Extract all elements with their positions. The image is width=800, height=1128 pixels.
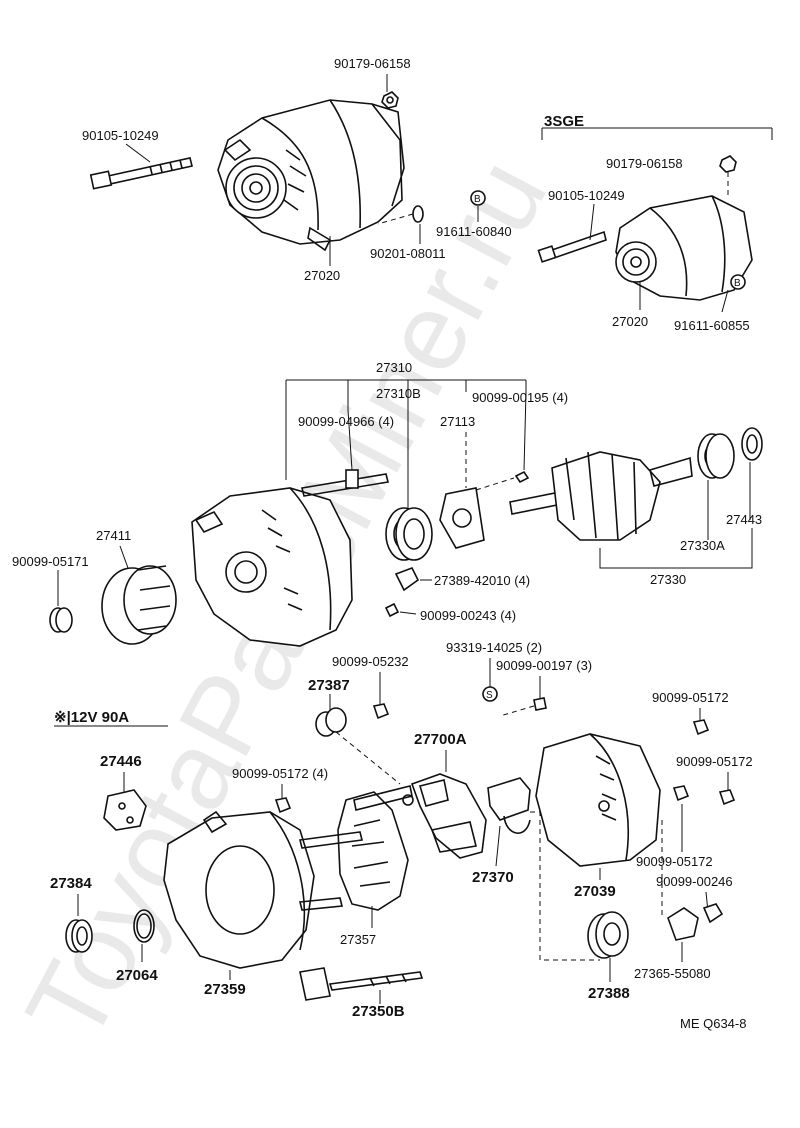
pulley-27411 xyxy=(101,565,177,645)
alternator-assembly-main xyxy=(217,99,405,252)
label-27020-left: 27020 xyxy=(304,268,340,283)
label-27310b: 27310B xyxy=(376,386,421,401)
label-90099-05171: 90099-05171 xyxy=(12,554,89,569)
bushing-27384 xyxy=(65,919,93,953)
label-27357: 27357 xyxy=(340,932,376,947)
b-marker-1 xyxy=(470,190,486,206)
label-90105-10249-left: 90105-10249 xyxy=(82,128,159,143)
label-27020-right: 27020 xyxy=(612,314,648,329)
bearing-27310b xyxy=(385,400,433,561)
stud-bolt-90099-04966 xyxy=(301,409,389,497)
long-bolt-90105-left xyxy=(89,157,193,190)
note-12v-90a: ※|12V 90A xyxy=(54,709,129,726)
nut-90099-05172-b xyxy=(718,789,736,806)
label-90099-00197: 90099-00197 (3) xyxy=(496,658,592,673)
screw-90099-00243 xyxy=(384,602,417,618)
alternator-assembly-3sge xyxy=(615,195,753,301)
lead-wire-27350b xyxy=(299,967,424,1001)
label-27064: 27064 xyxy=(116,967,158,984)
regulator-27700a xyxy=(402,773,487,859)
b-marker-1-text: B xyxy=(474,194,481,205)
label-90099-05232: 90099-05232 xyxy=(332,654,409,669)
label-27411: 27411 xyxy=(96,528,131,543)
bearing-27330a xyxy=(697,433,735,479)
bracket-27446 xyxy=(103,789,147,831)
label-90099-04966: 90099-04966 (4) xyxy=(298,414,394,429)
b-marker-2 xyxy=(730,274,746,290)
label-27310: 27310 xyxy=(376,360,412,375)
oring-27064 xyxy=(133,909,155,943)
nut-90099-05172-a xyxy=(692,719,710,736)
screw-90099-00197 xyxy=(499,697,547,717)
label-90201-08011: 90201-08011 xyxy=(370,246,446,261)
label-27388: 27388 xyxy=(588,985,630,1002)
holder-27370 xyxy=(487,777,600,961)
nut-90099-05172-c xyxy=(274,797,292,814)
screw-90099-00195 xyxy=(475,391,530,491)
label-90099-05172-c: 90099-05172 (4) xyxy=(232,766,328,781)
diagram-code: ME Q634-8 xyxy=(680,1016,746,1031)
b-marker-2-text: B xyxy=(734,278,741,289)
washer-90201 xyxy=(377,205,424,225)
retainer-plate-27113 xyxy=(439,432,485,549)
label-93319-14025: 93319-14025 (2) xyxy=(446,640,542,655)
nut-90099-05171 xyxy=(49,607,73,633)
nut-90179-right xyxy=(719,155,737,173)
terminal-insulator-27365 xyxy=(661,820,724,941)
label-90099-05172-b: 90099-05172 xyxy=(676,754,753,769)
insulator-27389 xyxy=(394,566,432,592)
s-marker-text: S xyxy=(486,690,493,701)
long-bolt-90105-right xyxy=(537,230,607,263)
label-90179-06158-top: 90179-06158 xyxy=(334,56,411,71)
label-90099-00195: 90099-00195 (4) xyxy=(472,390,568,405)
rear-frame-27359 xyxy=(163,810,363,969)
label-90105-10249-right: 90105-10249 xyxy=(548,188,625,203)
label-90099-05172-a: 90099-05172 xyxy=(652,690,729,705)
label-27039: 27039 xyxy=(574,883,616,900)
label-27700a: 27700A xyxy=(414,731,467,748)
label-91611-60855: 91611-60855 xyxy=(674,318,750,333)
label-27446: 27446 xyxy=(100,753,142,770)
cover-27443 xyxy=(741,427,763,461)
insulator-27387 xyxy=(315,707,401,785)
drive-end-frame xyxy=(191,487,353,647)
label-27365-55080: 27365-55080 xyxy=(634,966,711,981)
label-90179-06158-right: 90179-06158 xyxy=(606,156,683,171)
label-27370: 27370 xyxy=(472,869,514,886)
label-91611-60840: 91611-60840 xyxy=(436,224,512,239)
nut-90179-top xyxy=(381,91,399,109)
label-27330a: 27330A xyxy=(680,538,725,553)
s-marker xyxy=(482,686,498,702)
variant-3sge-label: 3SGE xyxy=(544,113,584,130)
nut-90099-05172-d xyxy=(672,785,690,802)
rectifier-27357 xyxy=(337,785,413,911)
label-27350b: 27350B xyxy=(352,1003,405,1020)
label-27113: 27113 xyxy=(440,414,475,429)
label-90099-00246: 90099-00246 xyxy=(656,874,733,889)
nut-90099-05232 xyxy=(372,703,390,720)
rear-cover-27039 xyxy=(535,733,661,867)
label-90099-05172-d: 90099-05172 xyxy=(636,854,713,869)
label-27330: 27330 xyxy=(650,572,686,587)
bearing-27388 xyxy=(587,911,629,959)
label-27389-42010: 27389-42010 (4) xyxy=(434,573,530,588)
label-27384: 27384 xyxy=(50,875,92,892)
label-27443: 27443 xyxy=(726,512,762,527)
label-27359: 27359 xyxy=(204,981,246,998)
label-90099-00243: 90099-00243 (4) xyxy=(420,608,516,623)
rotor-27330 xyxy=(509,451,693,541)
label-27387: 27387 xyxy=(308,677,350,694)
